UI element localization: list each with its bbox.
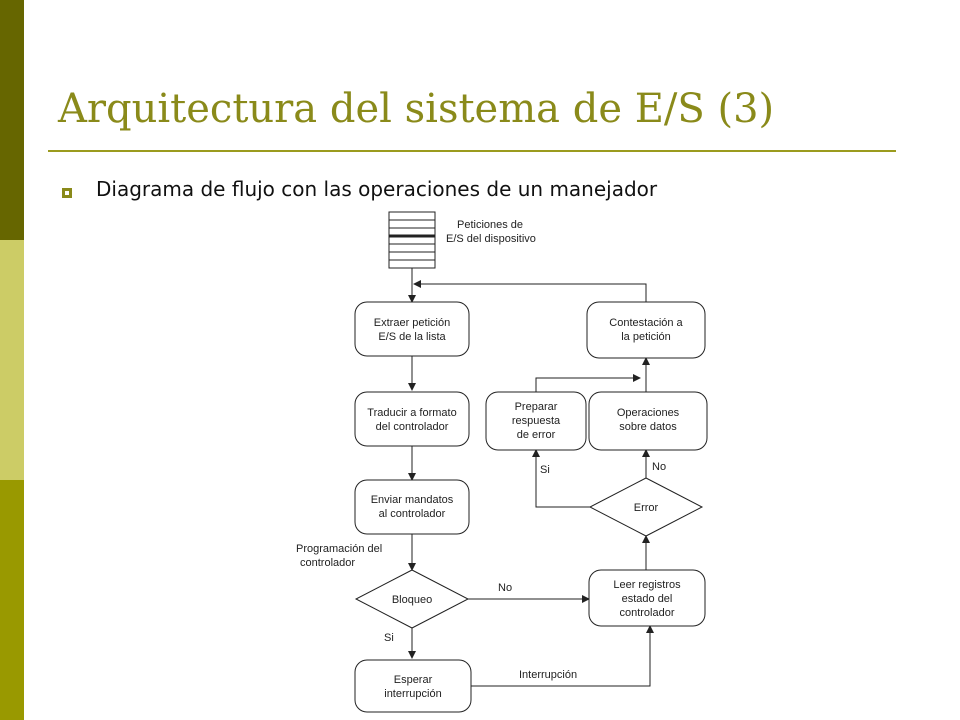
translate-format-box: Traducir a formato del controlador (354, 391, 470, 447)
extract-line1: Extraer petición (374, 317, 450, 329)
arrow-error-yes (532, 449, 590, 508)
connectors (408, 268, 654, 687)
translate-line1: Traducir a formato (367, 407, 456, 419)
read-line1: Leer registros (613, 579, 681, 591)
wait-line2: interrupción (384, 688, 441, 700)
left-accent-bar (0, 0, 24, 720)
prepare-line2: respuesta (512, 415, 561, 427)
arrow-prepare-to-reply (535, 374, 641, 392)
block-no-label: No (498, 582, 512, 594)
read-registers-box: Leer registros estado del controlador (588, 569, 706, 627)
programming-label-line2: controlador (300, 557, 355, 569)
block-decision-diamond: Bloqueo (354, 569, 470, 629)
prepare-error-box: Preparar respuesta de error (485, 391, 587, 451)
operations-line2: sobre datos (619, 421, 677, 433)
arrow-interrupt (470, 625, 654, 687)
extract-line2: E/S de la lista (378, 331, 446, 343)
block-decision-label: Bloqueo (392, 594, 432, 606)
programming-label-line1: Programación del (296, 543, 382, 555)
data-operations-box: Operaciones sobre datos (588, 391, 708, 451)
wait-line1: Esperar (394, 674, 433, 686)
reply-line1: Contestación a (609, 317, 683, 329)
read-line2: estado del (622, 593, 673, 605)
queue-label-line2: E/S del dispositivo (446, 233, 536, 245)
interrupt-label: Interrupción (519, 669, 577, 681)
operations-line1: Operaciones (617, 407, 680, 419)
reply-line2: la petición (621, 331, 671, 343)
send-line2: al controlador (379, 508, 446, 520)
reply-request-box: Contestación a la petición (586, 301, 706, 359)
error-yes-label: Si (540, 464, 550, 476)
translate-line2: del controlador (376, 421, 449, 433)
accent-bar-dark (0, 0, 24, 240)
request-queue-icon (388, 211, 436, 269)
error-decision-label: Error (634, 502, 659, 514)
arrow-reply-to-extract (413, 280, 647, 302)
slide-title: Arquitectura del sistema de E/S (3) (58, 86, 775, 132)
wait-interrupt-box: Esperar interrupción (354, 659, 472, 713)
error-no-label: No (652, 461, 666, 473)
send-commands-box: Enviar mandatos al controlador (354, 479, 470, 535)
block-yes-label: Si (384, 632, 394, 644)
send-line1: Enviar mandatos (371, 494, 454, 506)
title-underline (48, 150, 896, 152)
error-decision-diamond: Error (588, 477, 704, 537)
accent-bar-mid (0, 480, 24, 720)
extract-request-box: Extraer petición E/S de la lista (354, 301, 470, 357)
accent-bar-light (0, 240, 24, 480)
queue-label-line1: Peticiones de (457, 219, 523, 231)
bullet-text: Diagrama de flujo con las operaciones de… (96, 177, 658, 201)
bullet-icon (62, 188, 72, 198)
prepare-line3: de error (517, 429, 556, 441)
read-line3: controlador (619, 607, 674, 619)
prepare-line1: Preparar (515, 401, 558, 413)
